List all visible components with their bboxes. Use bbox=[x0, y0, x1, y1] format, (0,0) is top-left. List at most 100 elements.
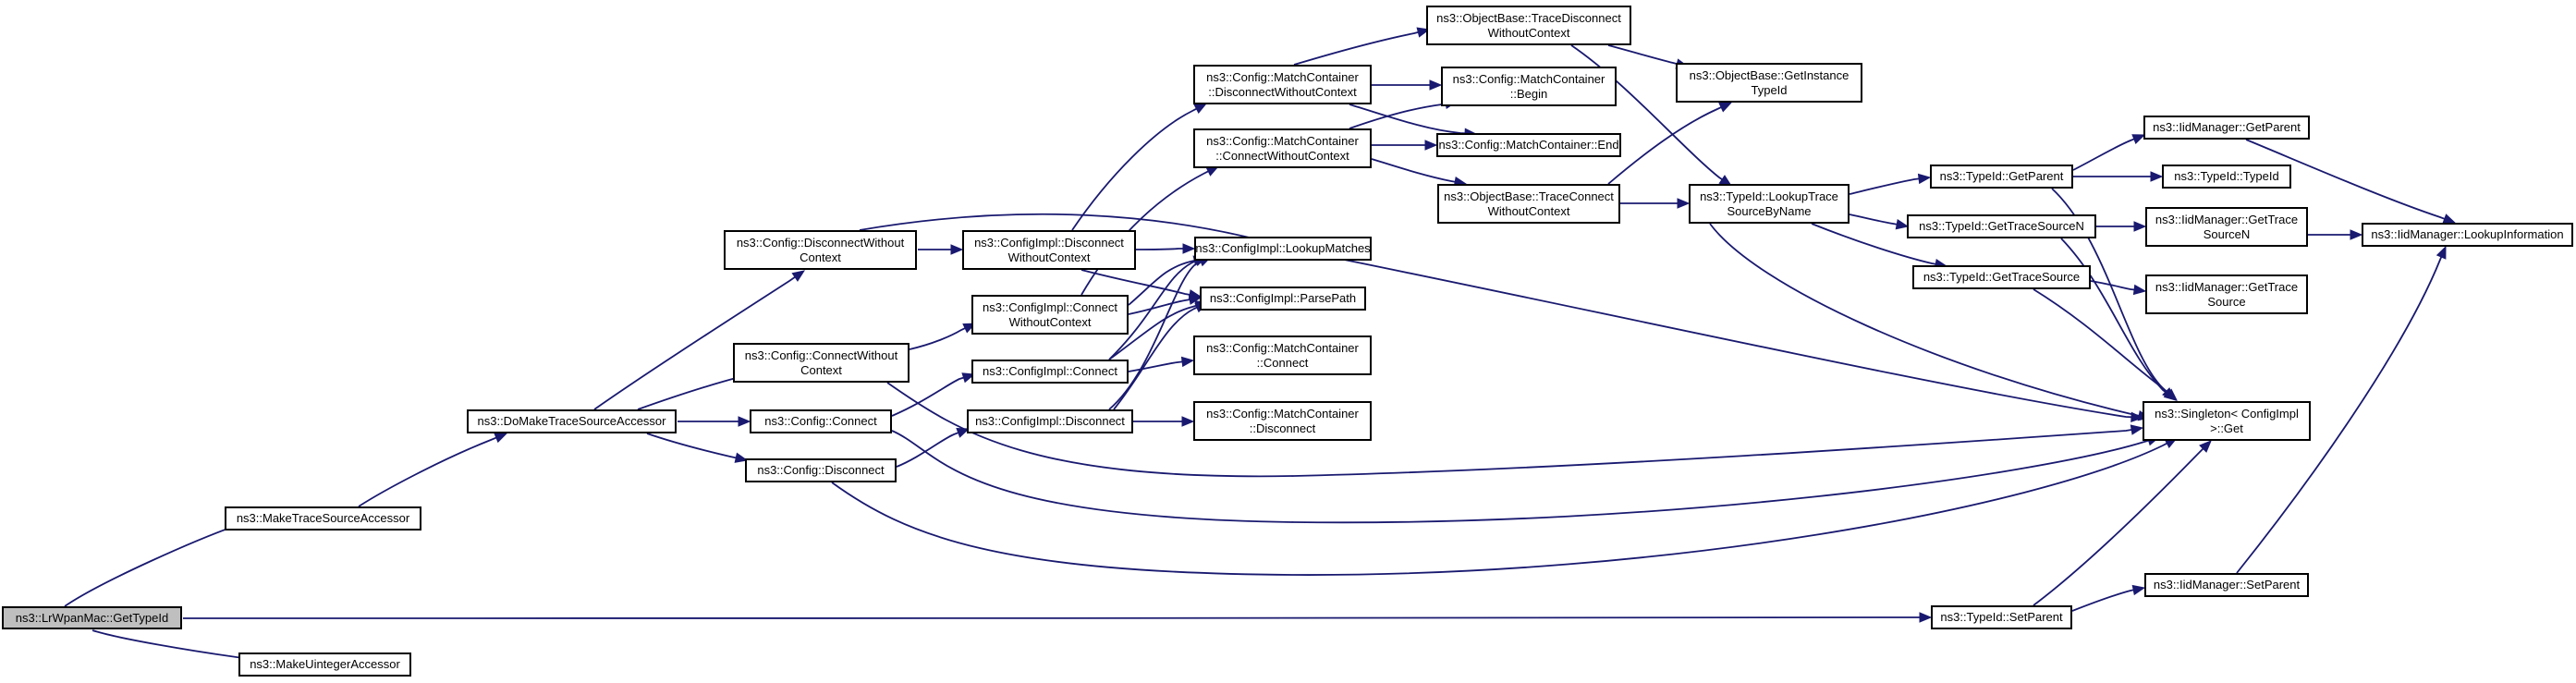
e-root-setparent-arrowhead bbox=[1919, 612, 1933, 623]
e-root-mua bbox=[92, 629, 250, 660]
node-label-line: ns3::IidManager::LookupInformation bbox=[2371, 227, 2564, 241]
node-typeid-get-trace-source-n[interactable]: ns3::TypeId::GetTraceSourceN bbox=[1907, 214, 2096, 238]
node-label-line: ns3::Config::DisconnectWithout bbox=[736, 235, 905, 250]
node-label-line: ns3::LrWpanMac::GetTypeId bbox=[15, 610, 169, 625]
node-make-uinteger-accessor[interactable]: ns3::MakeUintegerAccessor bbox=[238, 653, 411, 677]
e-dmtsa-cconn-arrowhead bbox=[738, 416, 751, 427]
node-label-line: ::Disconnect bbox=[1249, 421, 1316, 435]
e-mccwc-obtcwc bbox=[1371, 158, 1456, 183]
node-label-line: SourceByName bbox=[1727, 203, 1812, 218]
node-singleton-configimpl-get[interactable]: ns3::Singleton< ConfigImpl >::Get bbox=[2143, 401, 2311, 441]
e-dmtsa-cdisc-arrowhead bbox=[734, 452, 749, 463]
node-configimpl-connect[interactable]: ns3::ConfigImpl::Connect bbox=[971, 360, 1129, 384]
e-cdisc-sing bbox=[831, 442, 2167, 576]
node-label-line: ns3::TypeId::GetParent bbox=[1939, 169, 2064, 183]
e-gts-iidgts-arrowhead bbox=[2132, 284, 2147, 296]
node-label-line: Context bbox=[800, 250, 841, 264]
e-lookup-gtsn-arrowhead bbox=[1895, 219, 1910, 230]
node-label-line: ns3::IidManager::GetTrace bbox=[2155, 212, 2299, 226]
node-label-line: TypeId bbox=[1751, 82, 1788, 97]
node-typeid-get-parent[interactable]: ns3::TypeId::GetParent bbox=[1930, 165, 2073, 189]
e-cidwc-mcdwc-arrowhead bbox=[1193, 103, 1208, 114]
node-label-line: ns3::Config::ConnectWithout bbox=[744, 348, 898, 362]
e-lookup-gtsn bbox=[1849, 213, 1898, 226]
node-do-make-trace-source-accessor[interactable]: ns3::DoMakeTraceSourceAccessor bbox=[467, 409, 677, 433]
e-mcdwc-begin-arrowhead bbox=[1429, 79, 1443, 91]
node-label-line: WithoutContext bbox=[1487, 25, 1570, 40]
node-iidmanager-lookup-information[interactable]: ns3::IidManager::LookupInformation bbox=[2362, 223, 2573, 247]
e-gts-iidgts bbox=[2090, 280, 2135, 291]
node-label-line: ns3::TypeId::TypeId bbox=[2174, 169, 2279, 183]
e-ciconn-parse bbox=[1108, 304, 1197, 360]
node-lrwpanmac-gettypeid[interactable]: ns3::LrWpanMac::GetTypeId bbox=[2, 606, 182, 629]
e-setparent-sing-arrowhead bbox=[2199, 440, 2212, 453]
e-cdisc-cidisc-arrowhead bbox=[956, 428, 971, 438]
e-obtdwc-gitid bbox=[1607, 44, 1678, 65]
e-cicwc-parse bbox=[1128, 299, 1190, 315]
e-lookup-gts bbox=[1811, 223, 1936, 265]
e-cconn-ciconn bbox=[891, 376, 964, 417]
node-label-line: ns3::MakeUintegerAccessor bbox=[250, 657, 400, 671]
node-label-line: ns3::ConfigImpl::Connect bbox=[983, 364, 1117, 378]
node-typeid-get-trace-source[interactable]: ns3::TypeId::GetTraceSource bbox=[1912, 265, 2091, 289]
e-obtcwc-gitid-arrowhead bbox=[1718, 102, 1733, 113]
e-mcdwc-obtdwc bbox=[1293, 31, 1419, 66]
e-obtcwc-gitid bbox=[1607, 106, 1722, 185]
node-config-disconnect[interactable]: ns3::Config::Disconnect bbox=[745, 458, 897, 482]
e-cidwc-parse bbox=[1080, 269, 1190, 296]
e-cidisc-lookup bbox=[1108, 260, 1202, 410]
node-matchcontainer-begin[interactable]: ns3::Config::MatchContainer::Begin bbox=[1441, 67, 1617, 106]
e-mccwc-end-arrowhead bbox=[1424, 140, 1438, 151]
node-matchcontainer-connect-without-context[interactable]: ns3::Config::MatchContainer::ConnectWith… bbox=[1193, 128, 1372, 168]
node-config-connect[interactable]: ns3::Config::Connect bbox=[750, 409, 892, 433]
node-matchcontainer-connect[interactable]: ns3::Config::MatchContainer::Connect bbox=[1193, 335, 1372, 375]
e-cicwc-lookup bbox=[1128, 260, 1195, 306]
node-label-line: SourceN bbox=[2203, 226, 2251, 241]
node-label-line: ns3::DoMakeTraceSourceAccessor bbox=[477, 414, 666, 428]
e-gts-sing bbox=[2033, 288, 2169, 394]
node-label-line: ns3::ConfigImpl::ParsePath bbox=[1209, 291, 1357, 305]
node-label-line: >::Get bbox=[2210, 421, 2243, 435]
node-label-line: ns3::Config::MatchContainer bbox=[1206, 69, 1359, 84]
node-make-trace-source-accessor[interactable]: ns3::MakeTraceSourceAccessor bbox=[225, 506, 421, 531]
node-typeid-typeid[interactable]: ns3::TypeId::TypeId bbox=[2162, 165, 2291, 189]
node-label-line: ns3::IidManager::GetTrace bbox=[2155, 279, 2299, 294]
node-label-line: ns3::ConfigImpl::Connect bbox=[983, 299, 1117, 314]
e-ccwc-sing bbox=[886, 382, 2132, 478]
e-ciconn-mcconn bbox=[1128, 360, 1183, 372]
node-typeid-set-parent[interactable]: ns3::TypeId::SetParent bbox=[1931, 605, 2072, 629]
node-label-line: Source bbox=[2207, 294, 2246, 309]
e-getparent-iidgp-arrowhead bbox=[2131, 134, 2146, 144]
e-ciconn-lookup bbox=[1108, 260, 1197, 360]
node-label-line: ns3::ObjectBase::TraceConnect bbox=[1444, 189, 1614, 203]
node-configimpl-lookup-matches[interactable]: ns3::ConfigImpl::LookupMatches bbox=[1194, 237, 1372, 261]
node-matchcontainer-disconnect-without-context[interactable]: ns3::Config::MatchContainer::DisconnectW… bbox=[1193, 65, 1372, 104]
node-matchcontainer-end[interactable]: ns3::Config::MatchContainer::End bbox=[1436, 133, 1621, 157]
node-label-line: ns3::ConfigImpl::Disconnect bbox=[974, 235, 1124, 250]
node-configimpl-disconnect[interactable]: ns3::ConfigImpl::Disconnect bbox=[967, 409, 1133, 433]
e-mccwc-begin bbox=[1349, 103, 1447, 129]
node-label-line: ns3::Config::MatchContainer bbox=[1206, 340, 1359, 355]
e-cidwc-lookup bbox=[1135, 248, 1183, 250]
node-iidmanager-set-parent[interactable]: ns3::IidManager::SetParent bbox=[2144, 573, 2309, 597]
node-iidmanager-get-parent[interactable]: ns3::IidManager::GetParent bbox=[2143, 116, 2310, 140]
node-configimpl-parse-path[interactable]: ns3::ConfigImpl::ParsePath bbox=[1200, 287, 1366, 311]
e-cdisc-cidisc bbox=[896, 432, 959, 468]
e-mtsa-dmtsa bbox=[358, 436, 497, 507]
e-mtsa-dmtsa-arrowhead bbox=[494, 433, 508, 444]
node-label-line: ns3::Config::MatchContainer bbox=[1206, 406, 1359, 421]
e-cidwc-mcdwc bbox=[1071, 107, 1197, 231]
node-matchcontainer-disconnect[interactable]: ns3::Config::MatchContainer::Disconnect bbox=[1193, 401, 1372, 441]
node-label-line: WithoutContext bbox=[1487, 203, 1570, 218]
